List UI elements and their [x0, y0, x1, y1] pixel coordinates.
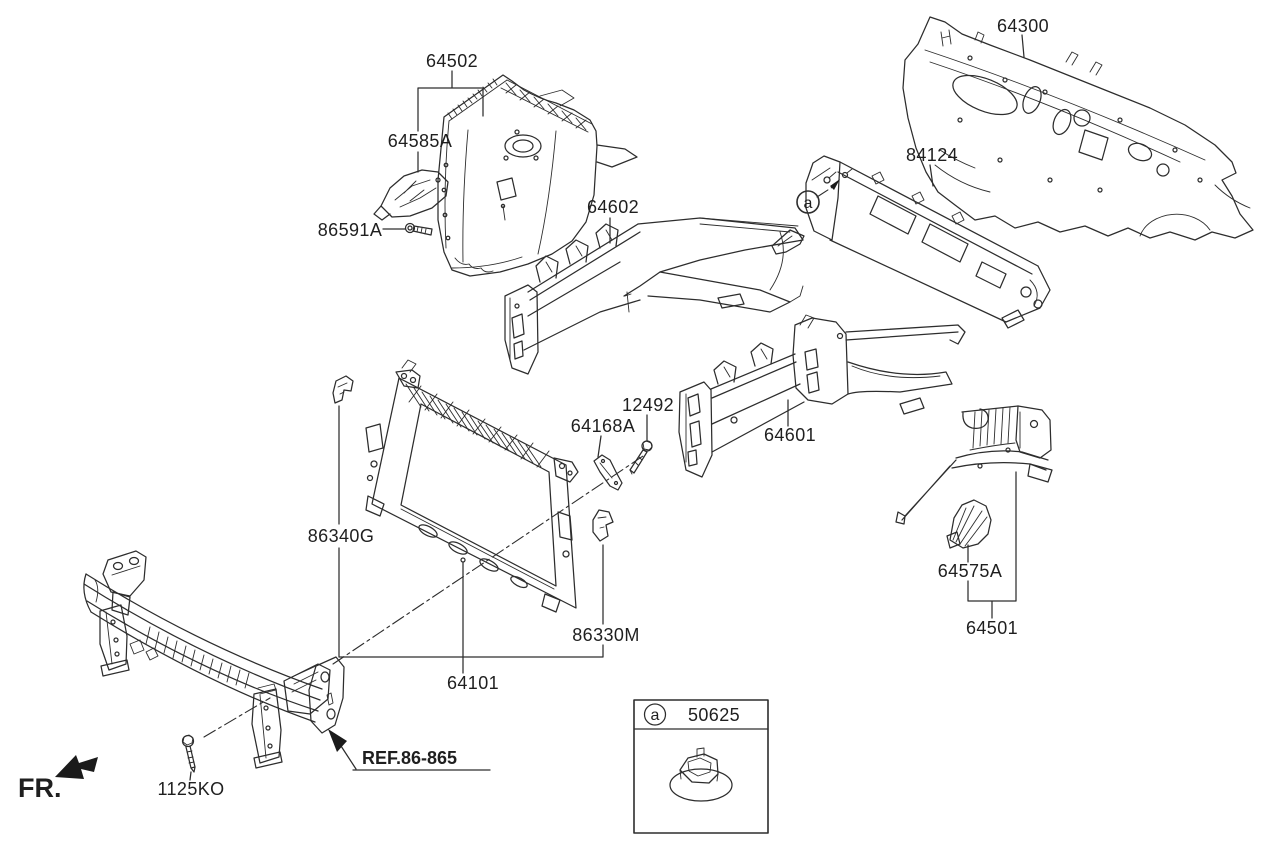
side-member-bracket-drawing: [593, 454, 623, 491]
part-label-64601[interactable]: 64601: [764, 425, 816, 445]
legend-symbol: a: [651, 707, 660, 724]
side-member-lh-drawing: [504, 217, 805, 375]
part-label-64585A[interactable]: 64585A: [388, 131, 452, 151]
front-marker-label: FR.: [18, 773, 62, 803]
part-label-64168A[interactable]: 64168A: [571, 416, 635, 436]
part-label-1125KO[interactable]: 1125KO: [157, 779, 224, 799]
apron-bolt-drawing: [404, 222, 433, 236]
carrier-bracket-lh-drawing: [332, 375, 354, 404]
flange-nut-icon: [669, 747, 733, 802]
part-label-12492[interactable]: 12492: [622, 395, 674, 415]
legend-part-number[interactable]: 50625: [688, 705, 740, 725]
callout-a-letter: a: [804, 195, 813, 212]
ref-arrow-icon: [328, 729, 347, 752]
radiator-carrier-drawing: [365, 359, 579, 613]
legend-box: a 50625: [633, 699, 769, 834]
callout-a: a: [796, 168, 853, 214]
fender-apron-lh-drawing: [437, 74, 638, 277]
part-labels: 64502 64585A 86591A 64602 12492 64168A 6…: [18, 16, 1049, 803]
apron-bracket-lh-drawing: [373, 169, 449, 221]
part-label-64101[interactable]: 64101: [447, 673, 499, 693]
part-label-86591A[interactable]: 86591A: [318, 220, 382, 240]
ref-arrow: [328, 729, 347, 752]
fender-apron-rh-drawing: [895, 405, 1053, 525]
leader-lines: [189, 34, 1025, 781]
apron-gusset-rh-drawing: [946, 499, 992, 549]
part-label-64501[interactable]: 64501: [966, 618, 1018, 638]
assembly-center-lines: [203, 185, 835, 738]
bumper-beam-drawing: [83, 550, 345, 769]
part-label-86340G[interactable]: 86340G: [308, 526, 374, 546]
ref-label: REF.86-865: [362, 748, 457, 768]
part-label-64502[interactable]: 64502: [426, 51, 478, 71]
side-member-rh-drawing: [678, 314, 966, 478]
part-label-86330M[interactable]: 86330M: [572, 625, 639, 645]
part-label-64300[interactable]: 64300: [997, 16, 1049, 36]
front-arrow-icon: [55, 755, 98, 779]
bumper-bolt-drawing: [181, 734, 196, 773]
part-label-84124[interactable]: 84124: [906, 145, 958, 165]
part-label-64575A[interactable]: 64575A: [938, 561, 1002, 581]
callout-a-circle: [796, 190, 820, 214]
dash-panel-drawing: [902, 16, 1254, 241]
cowl-crossmember-drawing: [805, 155, 1051, 329]
front-direction: [55, 755, 98, 779]
carrier-bracket-rh-drawing: [592, 509, 614, 542]
part-label-64602[interactable]: 64602: [587, 197, 639, 217]
callout-arrow-icon: [830, 179, 840, 190]
